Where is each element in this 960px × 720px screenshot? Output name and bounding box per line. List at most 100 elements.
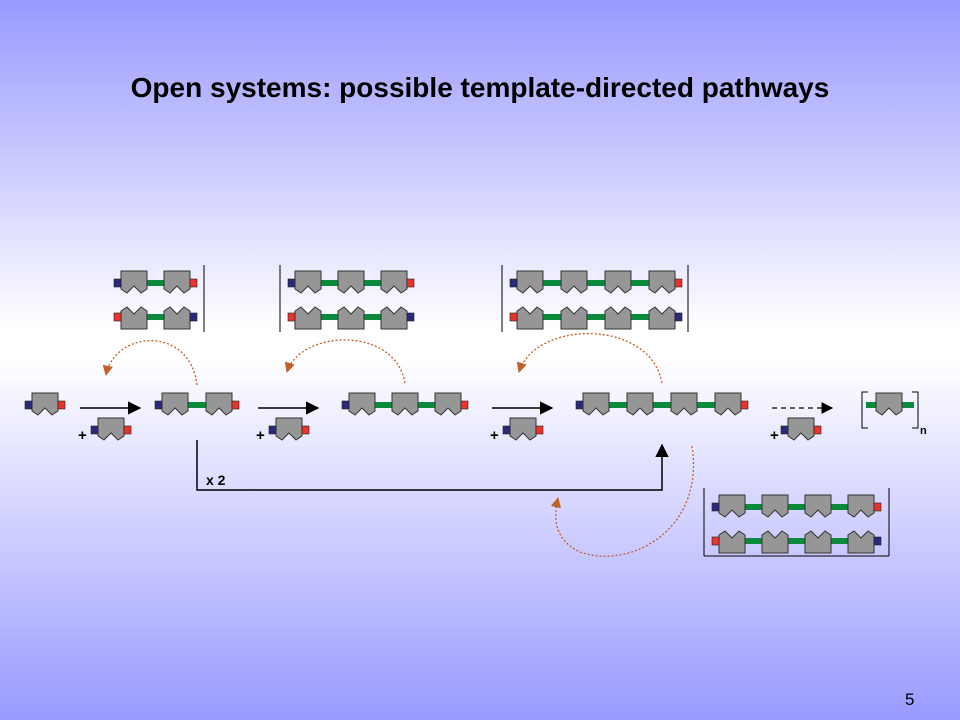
terminal-group	[123, 425, 132, 435]
page-number: 5	[905, 690, 915, 709]
terminal-group	[90, 425, 99, 435]
terminal-group	[460, 400, 469, 410]
building-block	[380, 306, 408, 330]
linker-bond	[134, 314, 177, 320]
building-block	[582, 392, 610, 416]
terminal-group	[406, 278, 415, 288]
building-block	[670, 392, 698, 416]
terminal-group	[113, 312, 122, 322]
terminal-group	[502, 425, 511, 435]
terminal-group	[341, 400, 350, 410]
terminal-group	[287, 312, 296, 322]
building-block	[294, 270, 322, 294]
polymer-bracket-left	[861, 391, 868, 429]
building-block	[275, 417, 303, 441]
building-block	[348, 392, 376, 416]
terminal-group	[287, 278, 296, 288]
template-duplex-trimer	[287, 270, 415, 330]
terminal-group	[873, 502, 882, 512]
terminal-group	[231, 400, 240, 410]
feedback-arrow	[550, 445, 695, 557]
linker-bond	[530, 280, 662, 286]
terminal-group	[268, 425, 277, 435]
plus-sign: +	[490, 427, 499, 444]
linker-bond	[732, 504, 861, 510]
terminal-group	[780, 425, 789, 435]
building-block	[120, 306, 148, 330]
terminal-group	[509, 312, 518, 322]
terminal-group	[535, 425, 544, 435]
building-block	[97, 417, 125, 441]
terminal-group	[674, 278, 683, 288]
building-block	[648, 306, 676, 330]
terminal-group	[674, 312, 683, 322]
linker-bond	[732, 538, 861, 544]
building-block	[391, 392, 419, 416]
building-block	[161, 392, 189, 416]
building-block	[163, 306, 191, 330]
building-block	[560, 270, 588, 294]
terminal-group	[113, 278, 122, 288]
building-block	[380, 270, 408, 294]
plus-sign: +	[78, 427, 87, 444]
added-monomer	[268, 417, 310, 441]
feedback-arrow	[102, 339, 198, 386]
terminal-group	[189, 278, 198, 288]
polymer-subscript: n	[920, 425, 927, 437]
terminal-group	[711, 536, 720, 546]
building-block	[718, 530, 746, 554]
linker-bond	[134, 280, 177, 286]
building-block	[163, 270, 191, 294]
building-block	[761, 494, 789, 518]
building-block	[604, 270, 632, 294]
building-block	[516, 306, 544, 330]
building-block	[337, 306, 365, 330]
terminal-group	[301, 425, 310, 435]
terminal-group	[575, 400, 584, 410]
added-monomer	[780, 417, 822, 441]
terminal-group	[154, 400, 163, 410]
building-block	[120, 270, 148, 294]
terminal-group	[509, 278, 518, 288]
feedback-arrow	[516, 332, 663, 384]
terminal-group	[189, 312, 198, 322]
terminal-group	[406, 312, 415, 322]
terminal-group	[873, 536, 882, 546]
building-block	[804, 530, 832, 554]
building-block	[509, 417, 537, 441]
terminal-group	[711, 502, 720, 512]
dimer	[154, 392, 240, 416]
building-block	[847, 494, 875, 518]
template-duplex-tetramer	[509, 270, 683, 330]
terminal-group	[57, 400, 66, 410]
terminal-group	[813, 425, 822, 435]
tetramer	[575, 392, 749, 416]
building-block	[205, 392, 233, 416]
polymer-bracket-right	[912, 391, 919, 429]
feedback-arrow	[284, 339, 406, 384]
linker-bond	[596, 402, 728, 408]
template-duplex-tetramer	[711, 494, 882, 554]
building-block	[804, 494, 832, 518]
building-block	[648, 270, 676, 294]
template-duplex-dimer	[113, 270, 198, 330]
building-block	[516, 270, 544, 294]
building-block	[875, 392, 903, 416]
repeat-label: x 2	[206, 472, 226, 488]
building-block	[847, 530, 875, 554]
polymer-repeat-unit	[866, 392, 914, 416]
added-monomer	[502, 417, 544, 441]
trimer	[341, 392, 469, 416]
building-block	[337, 270, 365, 294]
building-block	[718, 494, 746, 518]
building-block	[294, 306, 322, 330]
linker-bond	[530, 314, 662, 320]
building-block	[761, 530, 789, 554]
building-block	[560, 306, 588, 330]
building-block	[626, 392, 654, 416]
terminal-group	[740, 400, 749, 410]
building-block	[434, 392, 462, 416]
plus-sign: +	[770, 427, 779, 444]
building-block	[604, 306, 632, 330]
